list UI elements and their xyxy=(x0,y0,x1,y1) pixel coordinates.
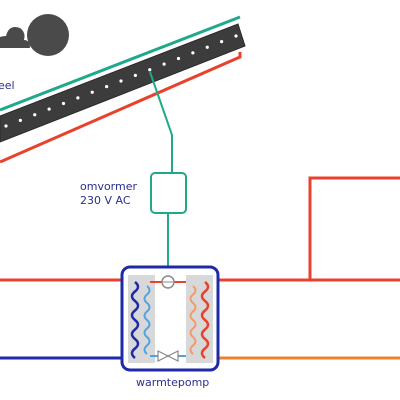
condenser-coil xyxy=(200,281,210,359)
panel-supply-pipe xyxy=(0,52,242,164)
panel-cell-dot xyxy=(133,73,137,77)
panel-inverter-cable xyxy=(149,71,173,173)
panel-cell-dot xyxy=(148,68,152,72)
panel-cell-dot xyxy=(234,34,238,38)
panel-cell-dot xyxy=(191,51,195,55)
compressor-icon xyxy=(161,275,175,289)
inverter-voltage-label: 230 V AC xyxy=(80,194,131,207)
panel-cell-dot xyxy=(220,40,224,44)
sun-icon xyxy=(27,14,69,56)
evaporator-coil-inner xyxy=(143,285,151,355)
panel-cell-dot xyxy=(61,101,66,106)
panel-cell-dot xyxy=(18,118,22,122)
panel-cell-dot xyxy=(176,56,181,61)
heat-pump-label: warmtepomp xyxy=(136,376,209,389)
expansion-valve-icon xyxy=(157,350,179,362)
panel-cell-dot xyxy=(205,45,209,49)
panel-cell-dot xyxy=(33,113,37,117)
solar-panel-icon xyxy=(0,23,246,143)
condenser-coil-inner xyxy=(189,285,197,355)
evaporator-coil xyxy=(130,281,140,359)
panel-cell-dot xyxy=(119,79,123,83)
panel-cell-dot xyxy=(76,96,80,100)
panel-cell-dot xyxy=(162,62,166,66)
panel-cell-dot xyxy=(4,124,8,128)
inverter-label: omvormer xyxy=(80,180,137,193)
panel-cell-dot xyxy=(90,90,94,94)
panel-label: eel xyxy=(0,79,15,92)
supply-pipe-right xyxy=(218,176,400,282)
cloud-icon xyxy=(0,27,30,48)
panel-cell-dot xyxy=(105,85,109,89)
panel-cell-dot xyxy=(47,107,51,111)
panel-top-wire xyxy=(0,15,241,112)
inverter-icon xyxy=(150,172,187,214)
